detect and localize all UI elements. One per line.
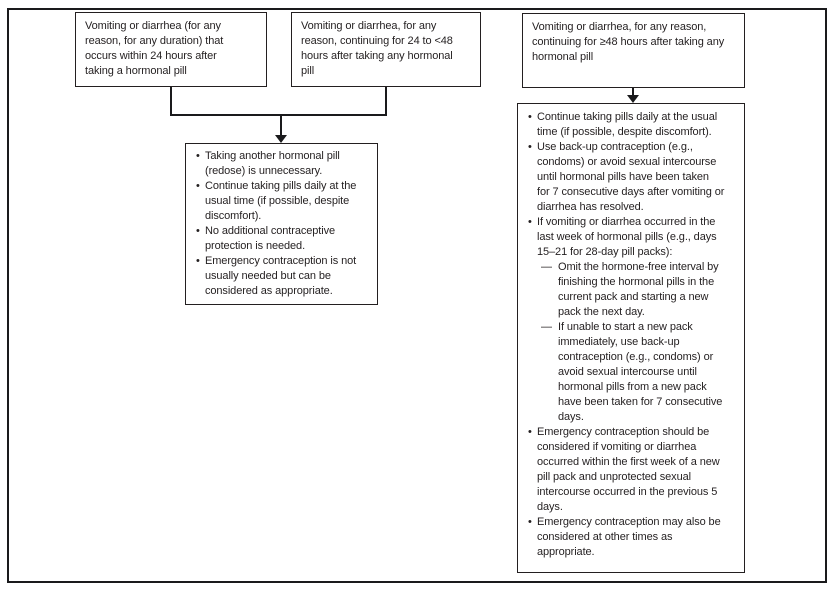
dash-marker: — [541, 321, 552, 333]
connector-vertical-to-right-outcome [632, 88, 634, 96]
bullet-marker: • [196, 225, 200, 237]
list-item: • Emergency contraception may also be con… [528, 515, 742, 560]
condition-box-within-24h: Vomiting or diarrhea (for any reason, fo… [75, 12, 267, 87]
list-item: • No additional contraceptive protection … [196, 224, 375, 254]
outcome-box-redose-unnecessary: • Taking another hormonal pill (redose) i… [185, 143, 378, 305]
bullet-marker: • [528, 111, 532, 123]
condition-box-24-to-48h-text: Vomiting or diarrhea, for any reason, co… [301, 20, 453, 77]
list-item-text: Taking another hormonal pill (redose) is… [205, 150, 340, 177]
condition-box-over-48h-text: Vomiting or diarrhea, for any reason, co… [532, 21, 725, 63]
bullet-marker: • [196, 180, 200, 192]
list-item-text: Continue taking pills daily at the usual… [537, 111, 718, 138]
list-item: — Omit the hormone-free interval by finis… [541, 260, 742, 320]
connector-vertical-from-middle-box [385, 87, 387, 116]
list-item: • Taking another hormonal pill (redose) i… [196, 149, 375, 179]
bullet-marker: • [528, 216, 532, 228]
outcome-box-continue-pills-backup: • Continue taking pills daily at the usua… [517, 103, 745, 573]
list-item: — If unable to start a new pack immediate… [541, 320, 742, 425]
list-item-text: Use back-up contraception (e.g., condoms… [537, 141, 725, 213]
bullet-marker: • [528, 516, 532, 528]
list-item-text: If unable to start a new pack immediatel… [558, 321, 723, 423]
list-item: • If vomiting or diarrhea occurred in the… [528, 215, 742, 260]
list-item-text: Emergency contraception should be consid… [537, 426, 720, 513]
list-item-text: Omit the hormone-free interval by finish… [558, 261, 719, 318]
condition-box-within-24h-text: Vomiting or diarrhea (for any reason, fo… [85, 20, 224, 77]
connector-vertical-from-left-box [170, 87, 172, 116]
list-item: • Emergency contraception is not usually … [196, 254, 375, 299]
arrowhead-to-right-outcome-icon [627, 95, 639, 103]
list-item-text: If vomiting or diarrhea occurred in the … [537, 216, 717, 258]
bullet-marker: • [528, 141, 532, 153]
arrowhead-to-left-outcome-icon [275, 135, 287, 143]
bullet-marker: • [528, 426, 532, 438]
list-item: • Use back-up contraception (e.g., condom… [528, 140, 742, 215]
list-item-text: No additional contraceptive protection i… [205, 225, 335, 252]
list-item-text: Emergency contraception is not usually n… [205, 255, 357, 297]
connector-horizontal-merge [170, 114, 387, 116]
bullet-marker: • [196, 150, 200, 162]
condition-box-24-to-48h: Vomiting or diarrhea, for any reason, co… [291, 12, 481, 87]
bullet-marker: • [196, 255, 200, 267]
condition-box-over-48h: Vomiting or diarrhea, for any reason, co… [522, 13, 745, 88]
dash-marker: — [541, 261, 552, 273]
list-item-text: Continue taking pills daily at the usual… [205, 180, 357, 222]
list-item-text: Emergency contraception may also be cons… [537, 516, 721, 558]
list-item: • Continue taking pills daily at the usua… [196, 179, 375, 224]
connector-vertical-to-left-outcome [280, 116, 282, 136]
list-item: • Emergency contraception should be consi… [528, 425, 742, 515]
list-item: • Continue taking pills daily at the usua… [528, 110, 742, 140]
